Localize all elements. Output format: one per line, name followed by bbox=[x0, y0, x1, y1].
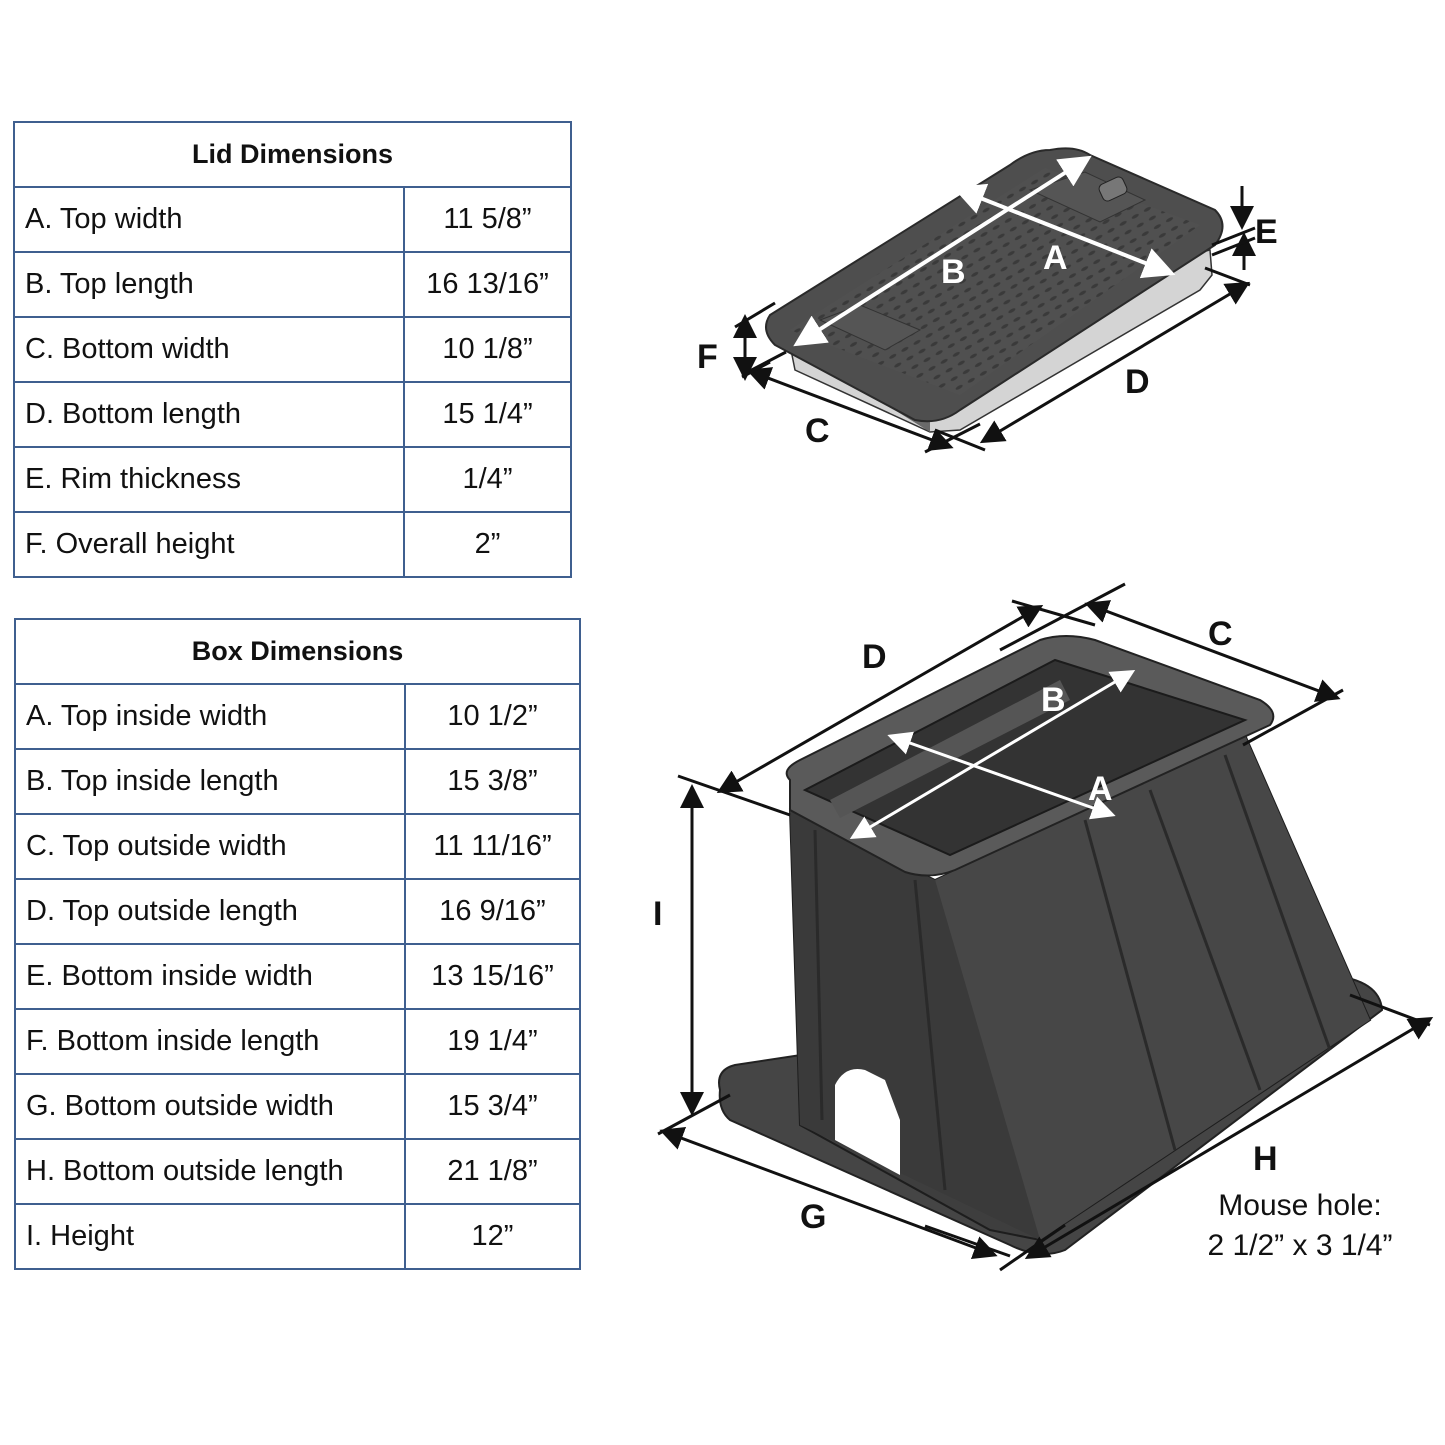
box-label-I: I bbox=[653, 895, 662, 933]
row-value: 15 3/4” bbox=[404, 1073, 581, 1140]
box-label-C: C bbox=[1208, 615, 1233, 653]
row-value: 1/4” bbox=[403, 446, 572, 513]
lid-illustration bbox=[765, 147, 1224, 433]
row-label: F. Overall height bbox=[13, 511, 405, 578]
lid-label-A: A bbox=[1043, 239, 1068, 277]
row-label: G. Bottom outside width bbox=[14, 1073, 406, 1140]
row-value: 16 13/16” bbox=[403, 251, 572, 318]
row-value: 19 1/4” bbox=[404, 1008, 581, 1075]
row-value: 21 1/8” bbox=[404, 1138, 581, 1205]
row-label: C. Top outside width bbox=[14, 813, 406, 880]
row-label: E. Rim thickness bbox=[13, 446, 405, 513]
row-label: B. Top length bbox=[13, 251, 405, 318]
row-value: 10 1/2” bbox=[404, 683, 581, 750]
row-value: 13 15/16” bbox=[404, 943, 581, 1010]
row-value: 15 3/8” bbox=[404, 748, 581, 815]
box-illustration bbox=[718, 635, 1384, 1255]
mouse-hole-note: Mouse hole: 2 1/2” x 3 1/4” bbox=[1180, 1186, 1420, 1266]
box-dimension-G bbox=[657, 1093, 1011, 1259]
row-label: B. Top inside length bbox=[14, 748, 406, 815]
row-label: D. Bottom length bbox=[13, 381, 405, 448]
row-value: 10 1/8” bbox=[403, 316, 572, 383]
row-label: I. Height bbox=[14, 1203, 406, 1270]
lid-dimension-D bbox=[934, 266, 1251, 452]
lid-dimension-B bbox=[793, 155, 1092, 347]
lid-label-F: F bbox=[697, 338, 718, 376]
lid-label-C: C bbox=[805, 412, 830, 450]
row-value: 2” bbox=[403, 511, 572, 578]
row-value: 15 1/4” bbox=[403, 381, 572, 448]
row-value: 12” bbox=[404, 1203, 581, 1270]
box-table-title: Box Dimensions bbox=[14, 618, 581, 685]
row-label: A. Top width bbox=[13, 186, 405, 253]
box-label-A: A bbox=[1088, 770, 1113, 808]
row-label: D. Top outside length bbox=[14, 878, 406, 945]
lid-label-D: D bbox=[1125, 363, 1150, 401]
row-label: A. Top inside width bbox=[14, 683, 406, 750]
box-dimension-H bbox=[999, 993, 1434, 1272]
lid-dimension-E bbox=[1211, 186, 1256, 270]
box-label-D: D bbox=[862, 638, 887, 676]
mouse-hole-note-size: 2 1/2” x 3 1/4” bbox=[1207, 1229, 1393, 1262]
box-dimension-D bbox=[677, 599, 1096, 817]
row-value: 11 11/16” bbox=[404, 813, 581, 880]
box-label-G: G bbox=[800, 1198, 826, 1236]
row-value: 11 5/8” bbox=[403, 186, 572, 253]
row-label: C. Bottom width bbox=[13, 316, 405, 383]
mouse-hole-note-title: Mouse hole: bbox=[1218, 1189, 1382, 1222]
lid-table-title: Lid Dimensions bbox=[13, 121, 572, 188]
lid-label-E: E bbox=[1255, 213, 1278, 251]
lid-label-B: B bbox=[941, 253, 966, 291]
row-value: 16 9/16” bbox=[404, 878, 581, 945]
lid-dimension-F bbox=[733, 301, 776, 381]
row-label: F. Bottom inside length bbox=[14, 1008, 406, 1075]
box-label-B: B bbox=[1041, 681, 1066, 719]
row-label: H. Bottom outside length bbox=[14, 1138, 406, 1205]
row-label: E. Bottom inside width bbox=[14, 943, 406, 1010]
box-label-H: H bbox=[1253, 1140, 1278, 1178]
